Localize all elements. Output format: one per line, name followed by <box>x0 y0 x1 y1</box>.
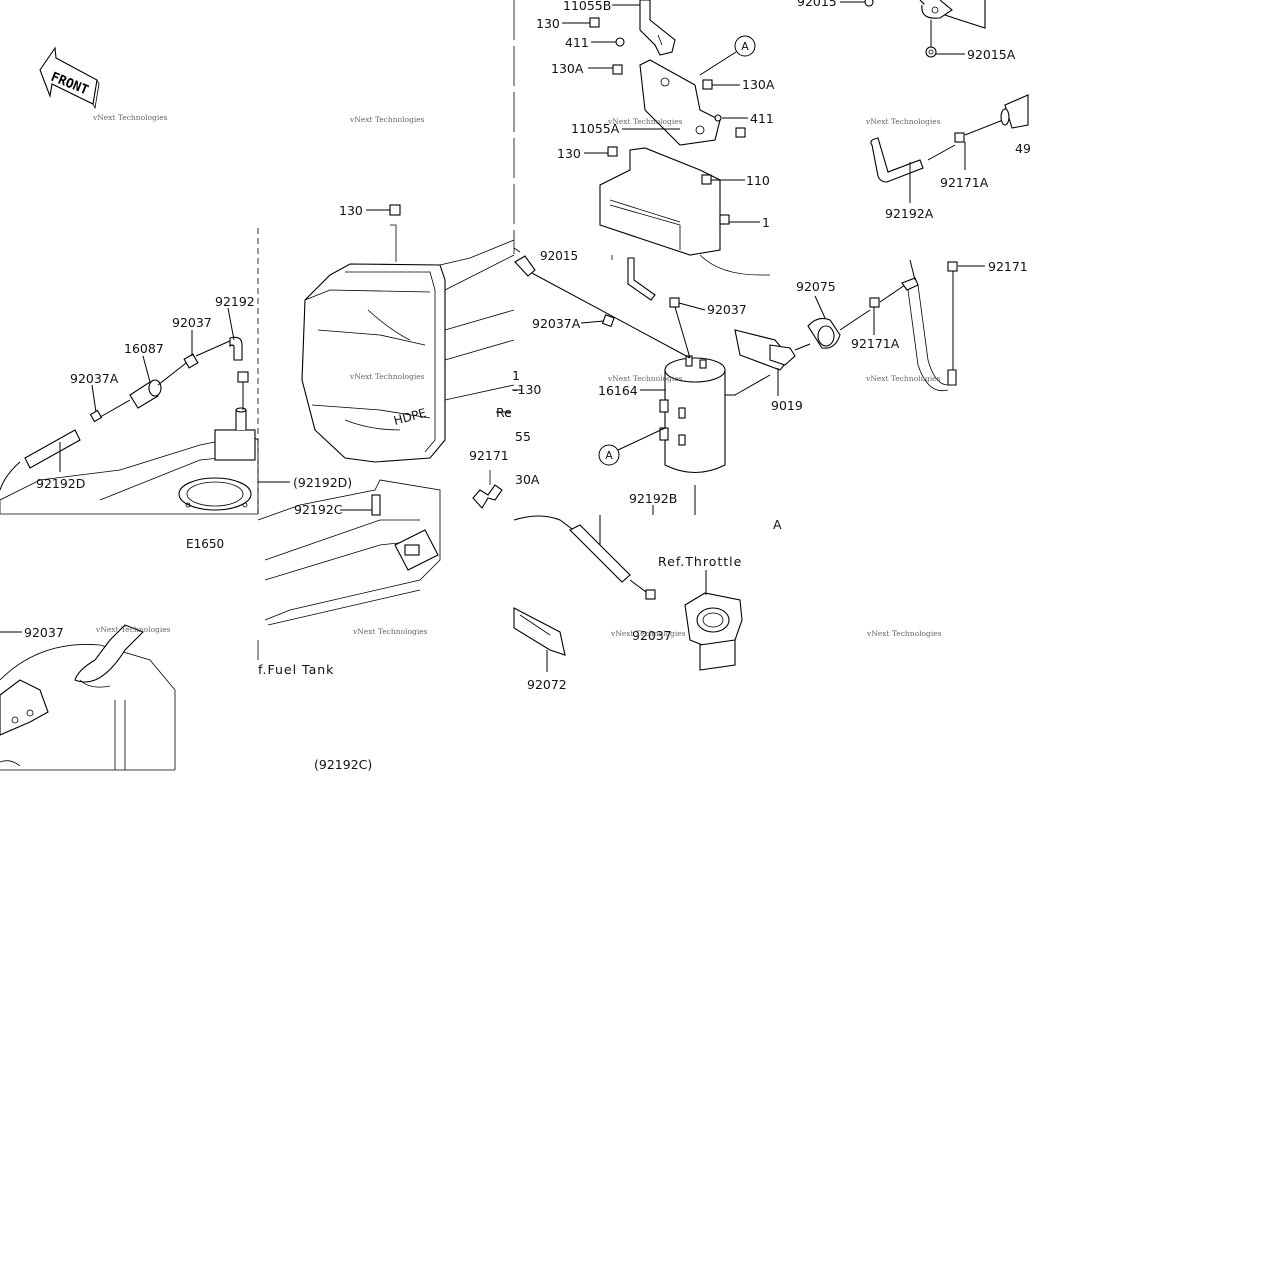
svg-text:vNext Technologies: vNext Technologies <box>865 374 941 383</box>
part-labels: 11055B 130 411 130A 130A 411 11055A 130 … <box>24 0 1031 772</box>
label-92037a-left: 92037A <box>70 371 119 386</box>
hose-92171-right <box>907 261 958 392</box>
label-92171a-top: 92171A <box>940 175 989 190</box>
label-130-tank: 130 <box>339 203 363 218</box>
label-92072: 92072 <box>527 677 567 692</box>
svg-text:vNext Technologies: vNext Technologies <box>349 115 425 124</box>
throttle-body <box>684 570 743 671</box>
label-130a-right: 130A <box>742 77 775 92</box>
label-92192c-paren: (92192C) <box>314 757 372 772</box>
label-30a: 30A <box>515 472 540 487</box>
svg-text:vNext Technologies: vNext Technologies <box>92 113 168 122</box>
label-49: 49 <box>1015 141 1031 156</box>
label-92171-right: 92171 <box>988 259 1028 274</box>
label-130: 130 <box>536 16 560 31</box>
label-92192d: 92192D <box>36 476 85 491</box>
label-1-tank: 1 <box>512 368 520 383</box>
svg-text:vNext Technologies: vNext Technologies <box>352 627 428 636</box>
front-arrow-icon: FRONT <box>39 46 100 110</box>
label-ref-throttle: Ref.Throttle <box>658 554 742 569</box>
svg-text:A: A <box>605 449 613 462</box>
clip-92171 <box>472 470 503 509</box>
leader-lines <box>0 1 985 633</box>
svg-text:vNext Technologies: vNext Technologies <box>607 374 683 383</box>
label-re: Re <box>496 405 512 420</box>
label-ref-fuel-tank: f.Fuel Tank <box>258 662 334 677</box>
label-92192a: 92192A <box>885 206 934 221</box>
fuel-filter-16087 <box>89 336 249 423</box>
label-92171a: 92171A <box>851 336 900 351</box>
svg-text:vNext Technologies: vNext Technologies <box>866 629 942 638</box>
label-411-right: 411 <box>750 111 774 126</box>
label-92037-bottom-left: 92037 <box>24 625 64 640</box>
label-130-tank-right: -130 <box>513 382 541 397</box>
label-e1650: E1650 <box>186 537 224 551</box>
svg-text:vNext Technologies: vNext Technologies <box>349 372 425 381</box>
label-130-mid: 130 <box>557 146 581 161</box>
hose-92192d <box>24 429 81 469</box>
lower-tank <box>257 479 441 660</box>
label-92037a-center: 92037A <box>532 316 581 331</box>
callout-a-bottom: A <box>598 427 666 466</box>
bracket-11055a <box>612 59 746 146</box>
label-92015a: 92015A <box>967 47 1016 62</box>
label-11055b: 11055B <box>563 0 611 13</box>
bottom-left-tank <box>0 624 176 771</box>
left-tank-panel <box>0 407 259 515</box>
hose-92075 <box>807 259 919 349</box>
label-92015-clipped: 92015 <box>540 249 578 263</box>
bracket-92072 <box>513 607 566 672</box>
hose-92192b <box>513 485 696 600</box>
label-92037-center: 92037 <box>707 302 747 317</box>
svg-text:vNext Technologies: vNext Technologies <box>607 117 683 126</box>
label-55: 55 <box>515 429 531 444</box>
watermarks: vNext Technologies vNext Technologies vN… <box>92 113 942 638</box>
battery-box <box>599 146 770 276</box>
callout-a-top: A <box>699 35 756 76</box>
label-16164: 16164 <box>598 383 638 398</box>
svg-text:vNext Technologies: vNext Technologies <box>865 117 941 126</box>
label-92192c: 92192C <box>294 502 343 517</box>
label-92037-left: 92037 <box>172 315 212 330</box>
label-92015: 92015 <box>797 0 837 9</box>
svg-text:vNext Technologies: vNext Technologies <box>95 625 171 634</box>
label-11055a: 11055A <box>571 121 620 136</box>
label-9019: 9019 <box>771 398 803 413</box>
label-92192b: 92192B <box>629 491 677 506</box>
label-92192d-paren: (92192D) <box>293 475 352 490</box>
fuel-tank: HDPE <box>301 204 515 463</box>
valve-9019 <box>734 329 811 396</box>
label-1-right: 1 <box>762 215 770 230</box>
hose-92037a <box>529 271 691 359</box>
bracket-11055b <box>589 0 676 56</box>
label-92192: 92192 <box>215 294 255 309</box>
label-110: 110 <box>746 173 770 188</box>
label-92075: 92075 <box>796 279 836 294</box>
label-92037-throttle: 92037 <box>632 628 672 643</box>
svg-text:vNext Technologies: vNext Technologies <box>610 629 686 638</box>
label-a: A <box>773 517 782 532</box>
label-411: 411 <box>565 35 589 50</box>
label-16087: 16087 <box>124 341 164 356</box>
svg-text:A: A <box>741 40 749 53</box>
hose-92192a <box>870 94 1029 183</box>
label-130a: 130A <box>551 61 584 76</box>
bracket-92015a <box>864 0 986 58</box>
label-92171-clip: 92171 <box>469 448 509 463</box>
